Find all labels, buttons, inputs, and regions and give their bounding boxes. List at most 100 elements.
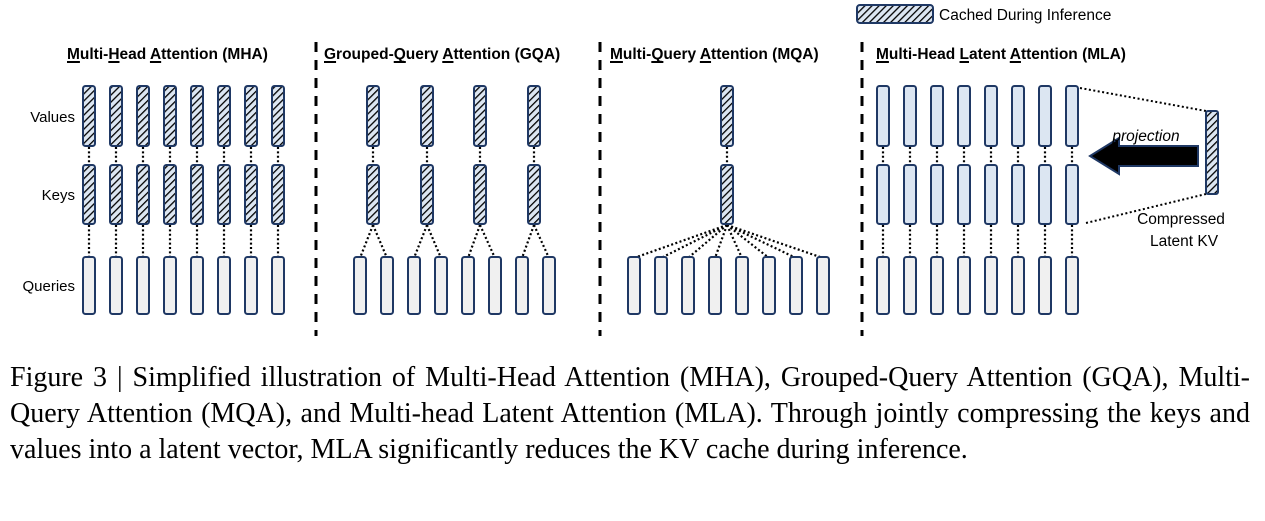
latent-label-line2: Latent KV — [1150, 233, 1219, 250]
value-head — [930, 85, 944, 147]
query-head — [353, 256, 367, 315]
query-head — [82, 256, 96, 315]
panel-title-mla: Multi-Head Latent Attention (MLA) — [876, 46, 1126, 63]
key-head — [527, 164, 541, 225]
key-head — [244, 164, 258, 225]
query-head — [190, 256, 204, 315]
query-head — [461, 256, 475, 315]
projection-label: projection — [1111, 128, 1179, 145]
key-head — [420, 164, 434, 225]
query-head — [542, 256, 556, 315]
key-head — [271, 164, 285, 225]
key-head — [190, 164, 204, 225]
query-head — [1065, 256, 1079, 315]
value-head — [876, 85, 890, 147]
panel-title-mqa: Multi-Query Attention (MQA) — [610, 46, 819, 63]
key-query-connector — [412, 224, 429, 259]
key-head — [1038, 164, 1052, 225]
value-head — [527, 85, 541, 147]
query-head — [163, 256, 177, 315]
panel-title-gqa: Grouped-Query Attention (GQA) — [324, 46, 560, 63]
row-label-queries: Queries — [22, 278, 75, 295]
projection-arrow-icon — [1088, 136, 1199, 176]
value-head — [366, 85, 380, 147]
query-head — [681, 256, 695, 315]
row-label-values: Values — [30, 109, 75, 126]
query-head — [136, 256, 150, 315]
value-head — [190, 85, 204, 147]
query-head — [627, 256, 641, 315]
dividers — [314, 42, 864, 336]
value-head — [136, 85, 150, 147]
query-head — [957, 256, 971, 315]
value-head — [473, 85, 487, 147]
key-query-connector — [660, 224, 728, 259]
query-head — [407, 256, 421, 315]
latent-kv-vector — [1205, 110, 1219, 195]
query-head — [515, 256, 529, 315]
value-head — [720, 85, 734, 147]
value-head — [217, 85, 231, 147]
query-head — [876, 256, 890, 315]
key-head — [163, 164, 177, 225]
key-head — [720, 164, 734, 225]
query-head — [930, 256, 944, 315]
key-head — [82, 164, 96, 225]
key-query-connector — [713, 224, 729, 259]
query-head — [654, 256, 668, 315]
query-head — [434, 256, 448, 315]
value-head — [244, 85, 258, 147]
panel-gqa — [353, 85, 556, 315]
key-query-connector — [425, 224, 443, 259]
query-head — [984, 256, 998, 315]
key-head — [1011, 164, 1025, 225]
key-query-connector — [478, 224, 497, 259]
key-head — [930, 164, 944, 225]
query-head — [488, 256, 502, 315]
query-head — [708, 256, 722, 315]
query-head — [1038, 256, 1052, 315]
value-head — [957, 85, 971, 147]
mla-latent-kv: projection Compressed Latent KV — [1079, 87, 1225, 250]
legend: Cached During Inference — [856, 4, 1111, 24]
value-head — [984, 85, 998, 147]
value-head — [903, 85, 917, 147]
query-head — [244, 256, 258, 315]
key-head — [473, 164, 487, 225]
key-head — [984, 164, 998, 225]
query-head — [109, 256, 123, 315]
key-query-connector — [520, 224, 536, 259]
key-head — [109, 164, 123, 225]
query-head — [1011, 256, 1025, 315]
query-head — [762, 256, 776, 315]
value-head — [1065, 85, 1079, 147]
projection-line-top — [1079, 87, 1207, 112]
key-query-connector — [633, 223, 728, 260]
key-head — [1065, 164, 1079, 225]
value-head — [163, 85, 177, 147]
attention-diagram: Cached During Inference Multi-Head Atten… — [22, 4, 1225, 336]
legend-swatch — [856, 4, 934, 24]
key-query-connector — [358, 224, 375, 259]
key-query-connector — [726, 224, 770, 259]
key-head — [876, 164, 890, 225]
key-head — [217, 164, 231, 225]
key-query-connector — [725, 224, 744, 259]
key-head — [957, 164, 971, 225]
query-head — [903, 256, 917, 315]
query-head — [789, 256, 803, 315]
value-head — [109, 85, 123, 147]
key-head — [366, 164, 380, 225]
key-query-connector — [532, 224, 551, 259]
query-head — [217, 256, 231, 315]
value-head — [1011, 85, 1025, 147]
key-head — [136, 164, 150, 225]
query-head — [735, 256, 749, 315]
panel-mla — [876, 85, 1079, 315]
latent-label-line1: Compressed — [1137, 211, 1225, 228]
panel-mha — [82, 85, 285, 315]
query-head — [271, 256, 285, 315]
key-query-connector — [371, 224, 389, 259]
legend-label: Cached During Inference — [939, 7, 1111, 24]
key-head — [903, 164, 917, 225]
